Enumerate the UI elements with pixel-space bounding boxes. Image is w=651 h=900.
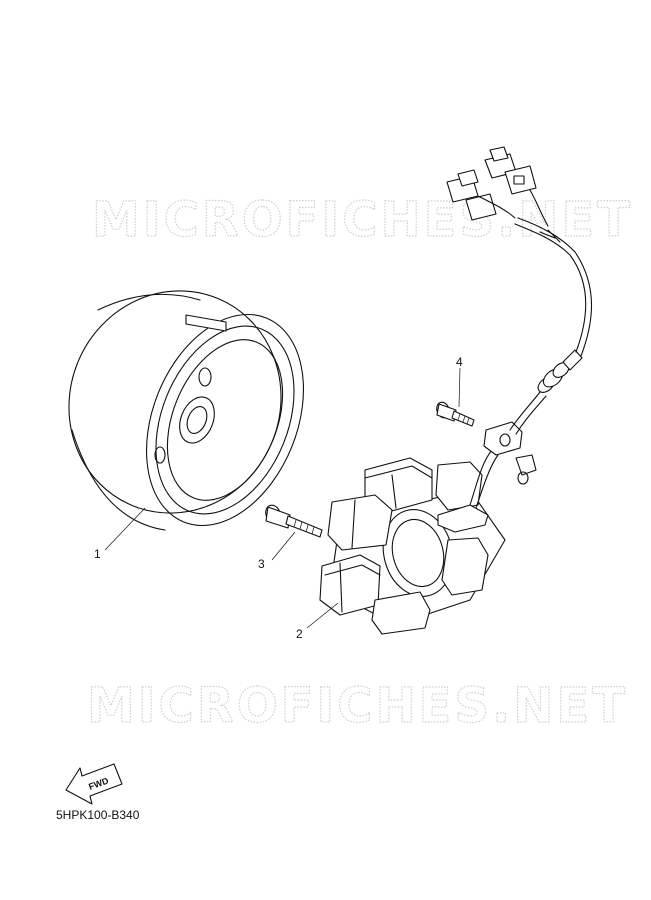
callout-1: 1 [94, 547, 101, 561]
callout-4: 4 [456, 355, 463, 369]
stator-assembly [319, 449, 506, 635]
callout-leaders [104, 367, 461, 629]
bolt-4 [436, 401, 475, 427]
fwd-arrow-icon: FWD [65, 763, 123, 805]
callout-2: 2 [296, 627, 303, 641]
watermark-top: MICROFICHES.NET [92, 192, 633, 248]
wiring-harness [446, 146, 593, 485]
flywheel-rotor [68, 290, 305, 531]
bolt-3 [265, 504, 323, 538]
watermark-bottom: MICROFICHES.NET [87, 678, 628, 734]
diagram-code: 5HPK100-B340 [56, 808, 140, 822]
callout-3: 3 [258, 557, 265, 571]
